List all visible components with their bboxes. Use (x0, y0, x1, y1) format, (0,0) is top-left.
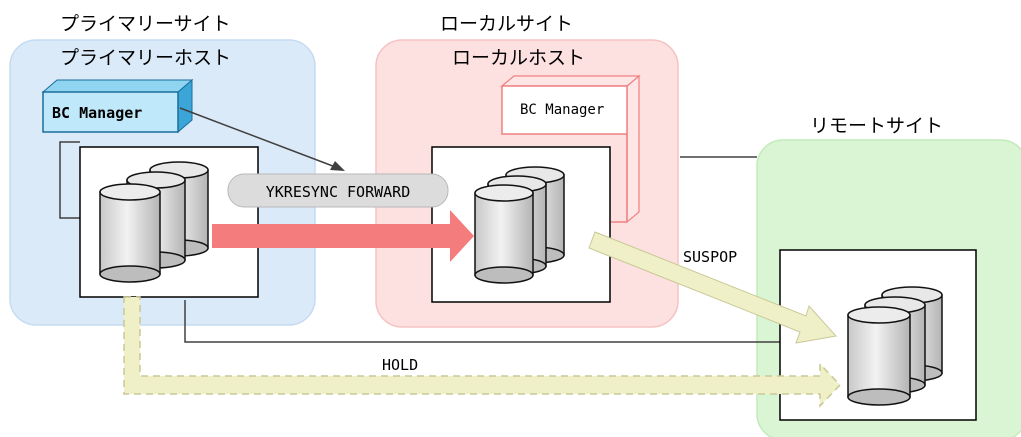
remote-volume-icon (847, 286, 943, 406)
primary-site-label: プライマリーサイト (60, 13, 231, 35)
primary-bc-manager-label: BC Manager (52, 104, 142, 122)
bc-manager-command-arrowhead (330, 161, 345, 171)
remote-site-label: リモートサイト (810, 115, 943, 137)
hold-arrow (123, 296, 842, 408)
local-volume-icon (474, 166, 565, 284)
resync-label: YKRESYNC FORWARD (266, 183, 411, 201)
suspop-label: SUSPOP (683, 248, 737, 266)
local-host-label: ローカルホスト (452, 47, 585, 69)
resync-arrow (212, 210, 474, 262)
primary-host-connector (59, 141, 82, 219)
local-site-label: ローカルサイト (440, 13, 573, 35)
resync-label-pill (227, 173, 449, 208)
local-bc-manager-label: BC Manager (520, 102, 604, 118)
local-bc-manager-box: BC Manager (500, 74, 641, 224)
primary-to-remote-line (184, 300, 780, 343)
primary-bc-manager-box: BC Manager (41, 78, 194, 134)
hold-label: HOLD (382, 356, 418, 374)
primary-volume-icon (99, 161, 209, 283)
suspop-arrow (588, 231, 837, 344)
bc-manager-command-line (179, 107, 339, 169)
primary-host-label: プライマリーホスト (60, 47, 231, 69)
